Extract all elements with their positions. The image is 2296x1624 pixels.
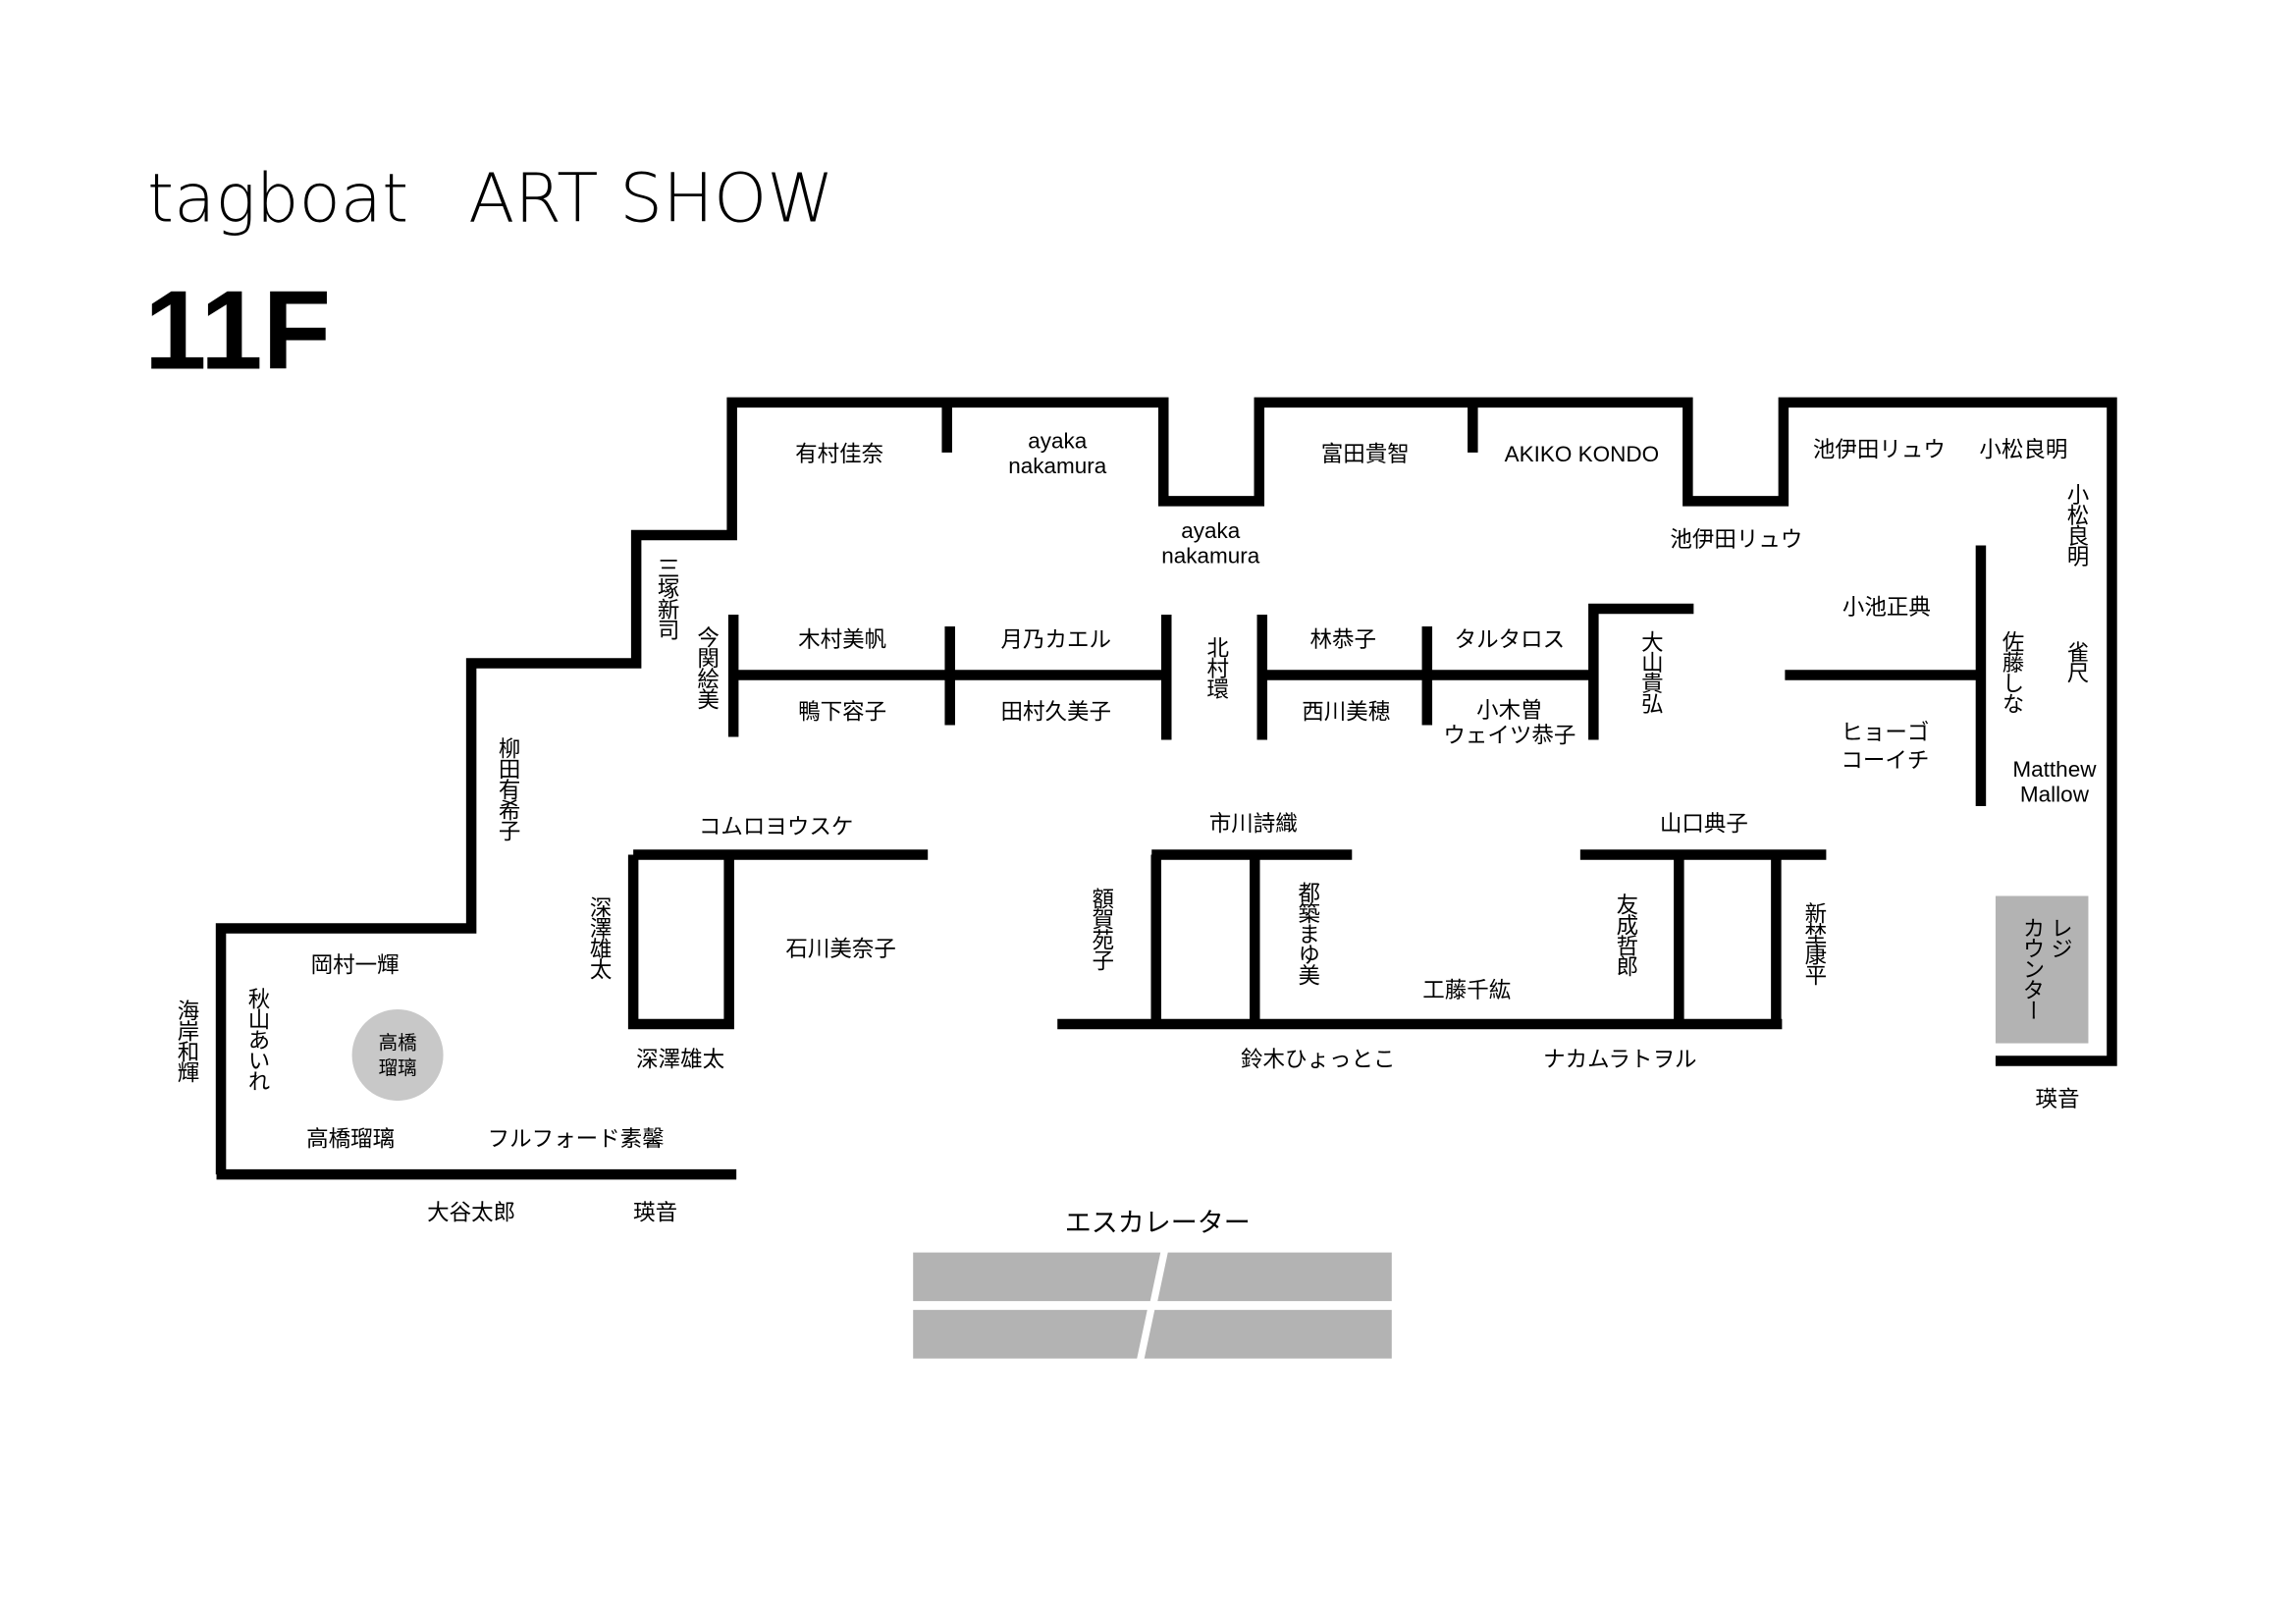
booth-label: 市川詩織 — [1209, 812, 1298, 837]
booth-label: 有村佳奈 — [795, 442, 883, 466]
register-counter — [1995, 895, 2089, 1044]
booth-label: 鈴木ひょっとこ — [1241, 1048, 1396, 1072]
escalator-label: エスカレーター — [1065, 1209, 1251, 1238]
booth-label: 額賀苑子 — [1090, 887, 1114, 971]
booth-label: 木村美帆 — [798, 627, 886, 652]
booth-label: 林恭子 — [1310, 627, 1377, 652]
booth-label: 鴨下容子 — [798, 699, 886, 724]
booth-label: 瑛音 — [633, 1201, 677, 1225]
escalator — [913, 1252, 1392, 1359]
booth-label: 瑛音 — [2035, 1087, 2079, 1111]
booth-label: タルタロス — [1455, 627, 1566, 652]
booth-label: 都築まゆ美 — [1296, 882, 1320, 987]
booth-label: 佐藤しな — [2000, 630, 2024, 714]
booth-label: ウェイツ恭子 — [1443, 723, 1575, 747]
sculpture-marker — [351, 1009, 444, 1102]
sculpture-label: 高橋 — [379, 1033, 417, 1055]
booth-label: 北村環 — [1204, 636, 1229, 700]
booth-label: 海岸和輝 — [175, 999, 199, 1083]
booth-label: フルフォード素馨 — [488, 1127, 665, 1152]
booth-label: 新埜康平 — [1802, 901, 1827, 986]
booth-label: 田村久美子 — [1000, 699, 1111, 724]
booth-label: 深澤雄太 — [587, 895, 612, 980]
booth-label: 池伊田リュウ — [1813, 437, 1946, 461]
booth-label: 大山貴弘 — [1638, 630, 1663, 715]
sculpture-label: 瑠璃 — [379, 1057, 417, 1079]
booth-label: 岡村一輝 — [311, 953, 400, 978]
booth-label: 富田貴智 — [1321, 442, 1410, 466]
booth-label: 小松良明 — [2064, 483, 2089, 568]
booth-label: 雀尺 — [2064, 641, 2089, 684]
booth-label: 大谷太郎 — [427, 1201, 515, 1225]
booth-label: nakamura — [1161, 543, 1260, 568]
walls — [215, 397, 2117, 1180]
booth-label: Matthew — [2012, 757, 2097, 782]
booth-label: ayaka — [1181, 518, 1241, 543]
booth-label: 小池正典 — [1842, 595, 1931, 620]
booth-label: 秋山あいれ — [245, 987, 270, 1091]
booth-label: Mallow — [2020, 782, 2090, 806]
booth-label: 山口典子 — [1660, 812, 1748, 837]
booth-label: 三塚新司 — [655, 557, 679, 640]
booth-label: AKIKO KONDO — [1505, 442, 1660, 466]
booth-label: 小木曽 — [1476, 698, 1543, 723]
booth-label: コーイチ — [1841, 748, 1929, 773]
show-title: ART SHOW — [468, 159, 833, 238]
booth-label: ナカムラトヲル — [1543, 1048, 1696, 1072]
booth-label: 工藤千紘 — [1422, 978, 1511, 1002]
booth-label: コムロヨウスケ — [699, 815, 854, 839]
booth-label: 高橋瑠璃 — [306, 1127, 395, 1152]
floor-number: 11F — [144, 268, 331, 393]
booth-label: ayaka — [1028, 428, 1088, 453]
booth-label: 池伊田リュウ — [1670, 527, 1802, 552]
booth-label: 今関絵美 — [695, 626, 720, 711]
register-label: レジ — [2048, 917, 2072, 958]
booth-label: 西川美穂 — [1302, 699, 1390, 724]
booth-label: 柳田有希子 — [496, 736, 520, 841]
booth-label: ヒョーゴ — [1841, 720, 1929, 744]
booth-label: 友成哲郎 — [1614, 893, 1638, 977]
booth-label: nakamura — [1008, 454, 1107, 478]
booth-label: 石川美奈子 — [785, 937, 896, 961]
booth-label: 月乃カエル — [1000, 627, 1111, 652]
booth-label: 小松良明 — [1979, 437, 2067, 461]
register-label: カウンター — [2020, 917, 2045, 1020]
brand-name: tagboat — [147, 159, 408, 238]
booth-label: 深澤雄太 — [636, 1048, 724, 1072]
